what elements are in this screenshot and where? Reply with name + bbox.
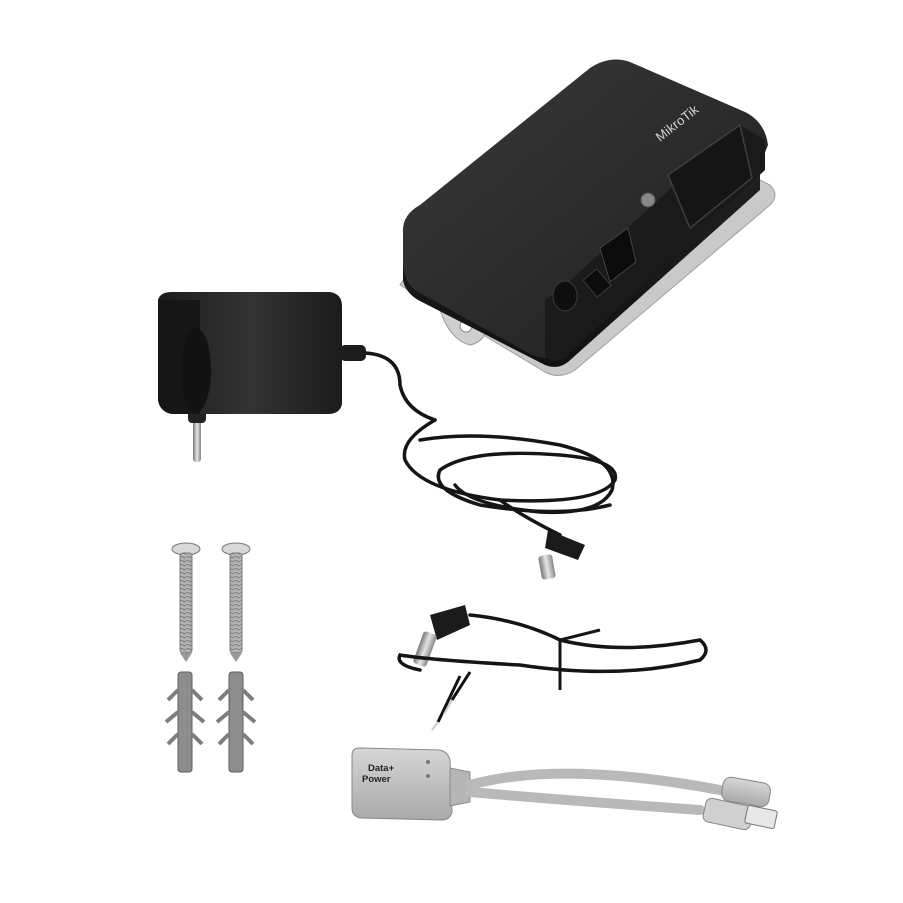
adapter-strain-relief [340,345,366,361]
screw-2 [221,542,251,662]
device-slot-cover [667,123,753,230]
power-adapter [158,292,366,462]
adapter-dc-plug [538,530,585,580]
dc-power-cable [397,605,708,731]
screw-1 [171,542,201,662]
device-round-port [552,280,578,312]
injector-led-2 [426,774,430,778]
adapter-prong-1 [193,418,201,462]
device-square-port [582,268,612,298]
device-screw-head [640,192,656,208]
injector-body [351,747,453,821]
poe-injector: Data+ Power [351,747,778,831]
adapter-cable [363,351,618,537]
adapter-plug-base [181,328,211,412]
device-cable-stub [654,233,687,264]
router-device: MikroTik [399,59,776,376]
wall-anchor-1 [164,671,206,773]
device-top [402,59,768,358]
injector-dc-jack [721,776,771,808]
wall-anchor-2 [215,671,257,773]
injector-led-1 [426,760,430,764]
device-ethernet-port [599,227,637,283]
injector-label-line1: Data+ [368,763,395,774]
injector-label-line2: Power [362,774,391,785]
